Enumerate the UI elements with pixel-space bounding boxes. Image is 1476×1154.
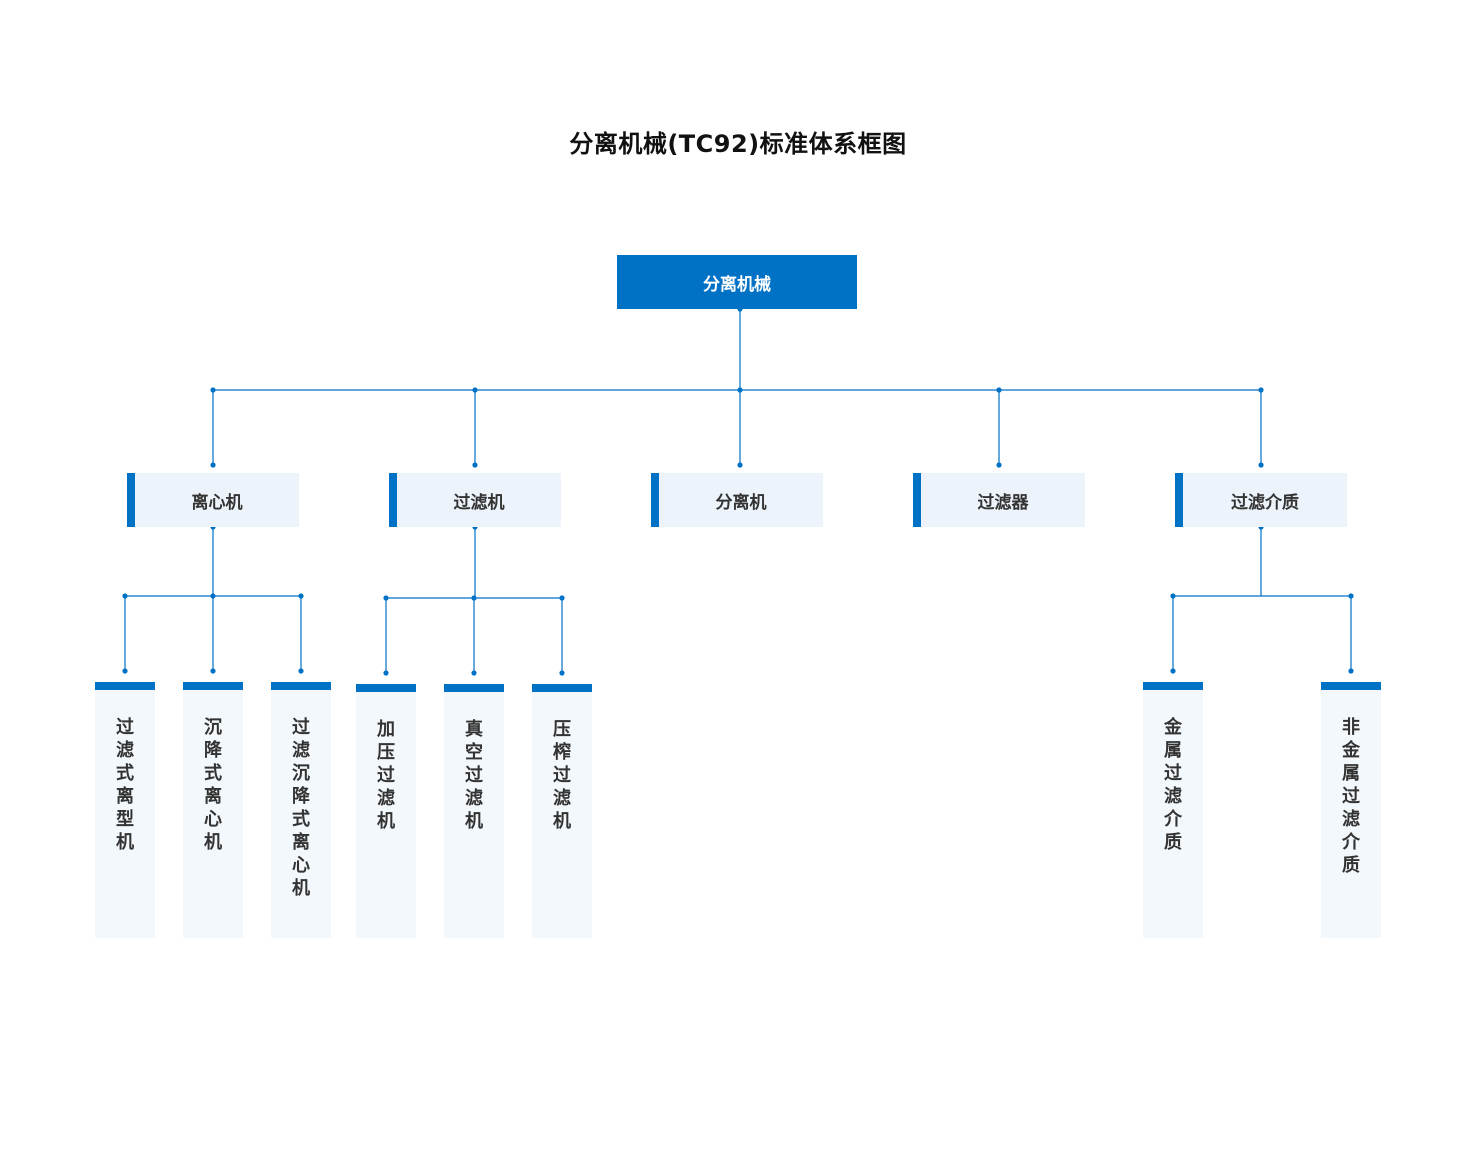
leaf-label: 压榨过滤机 bbox=[553, 719, 571, 832]
leaf-metal-filter-media: 金属过滤介质 bbox=[1143, 682, 1203, 938]
node-filter-media: 过滤介质 bbox=[1175, 473, 1347, 527]
connector-dot bbox=[471, 670, 477, 676]
connector-dot bbox=[559, 670, 565, 676]
leaf-label: 金属过滤介质 bbox=[1164, 717, 1182, 853]
node-filter: 过滤器 bbox=[913, 473, 1085, 527]
connector-dot bbox=[1170, 668, 1176, 674]
connector-dot bbox=[737, 462, 743, 468]
node-centrifuge: 离心机 bbox=[127, 473, 299, 527]
connector-dot bbox=[472, 462, 478, 468]
connector-dot bbox=[210, 668, 216, 674]
leaf-label: 过滤式离型机 bbox=[116, 717, 134, 853]
leaf-label: 非金属过滤介质 bbox=[1342, 717, 1360, 876]
diagram-title: 分离机械(TC92)标准体系框图 bbox=[569, 130, 907, 158]
leaf-label: 沉降式离心机 bbox=[204, 717, 222, 853]
connector-dot bbox=[996, 462, 1002, 468]
leaf-sedimentation-centrifuge: 沉降式离心机 bbox=[183, 682, 243, 938]
leaf-nonmetal-filter-media: 非金属过滤介质 bbox=[1321, 682, 1381, 938]
node-separator: 分离机 bbox=[651, 473, 823, 527]
connector-dot bbox=[1258, 462, 1264, 468]
connector-dot bbox=[383, 670, 389, 676]
leaf-vacuum-filter: 真空过滤机 bbox=[444, 684, 504, 938]
leaf-label: 过滤沉降式离心机 bbox=[292, 717, 310, 899]
leaf-label: 真空过滤机 bbox=[465, 719, 483, 832]
leaf-filter-sedimentation-centrifuge: 过滤沉降式离心机 bbox=[271, 682, 331, 938]
leaf-label: 加压过滤机 bbox=[377, 719, 395, 832]
root-node: 分离机械 bbox=[617, 255, 857, 309]
leaf-pressure-filter: 加压过滤机 bbox=[356, 684, 416, 938]
leaf-filtering-centrifuge: 过滤式离型机 bbox=[95, 682, 155, 938]
leaf-press-filter: 压榨过滤机 bbox=[532, 684, 592, 938]
connector-dot bbox=[122, 668, 128, 674]
connector-dot bbox=[298, 668, 304, 674]
connector-dot bbox=[1348, 668, 1354, 674]
node-filter-machine: 过滤机 bbox=[389, 473, 561, 527]
connector-dot bbox=[210, 462, 216, 468]
